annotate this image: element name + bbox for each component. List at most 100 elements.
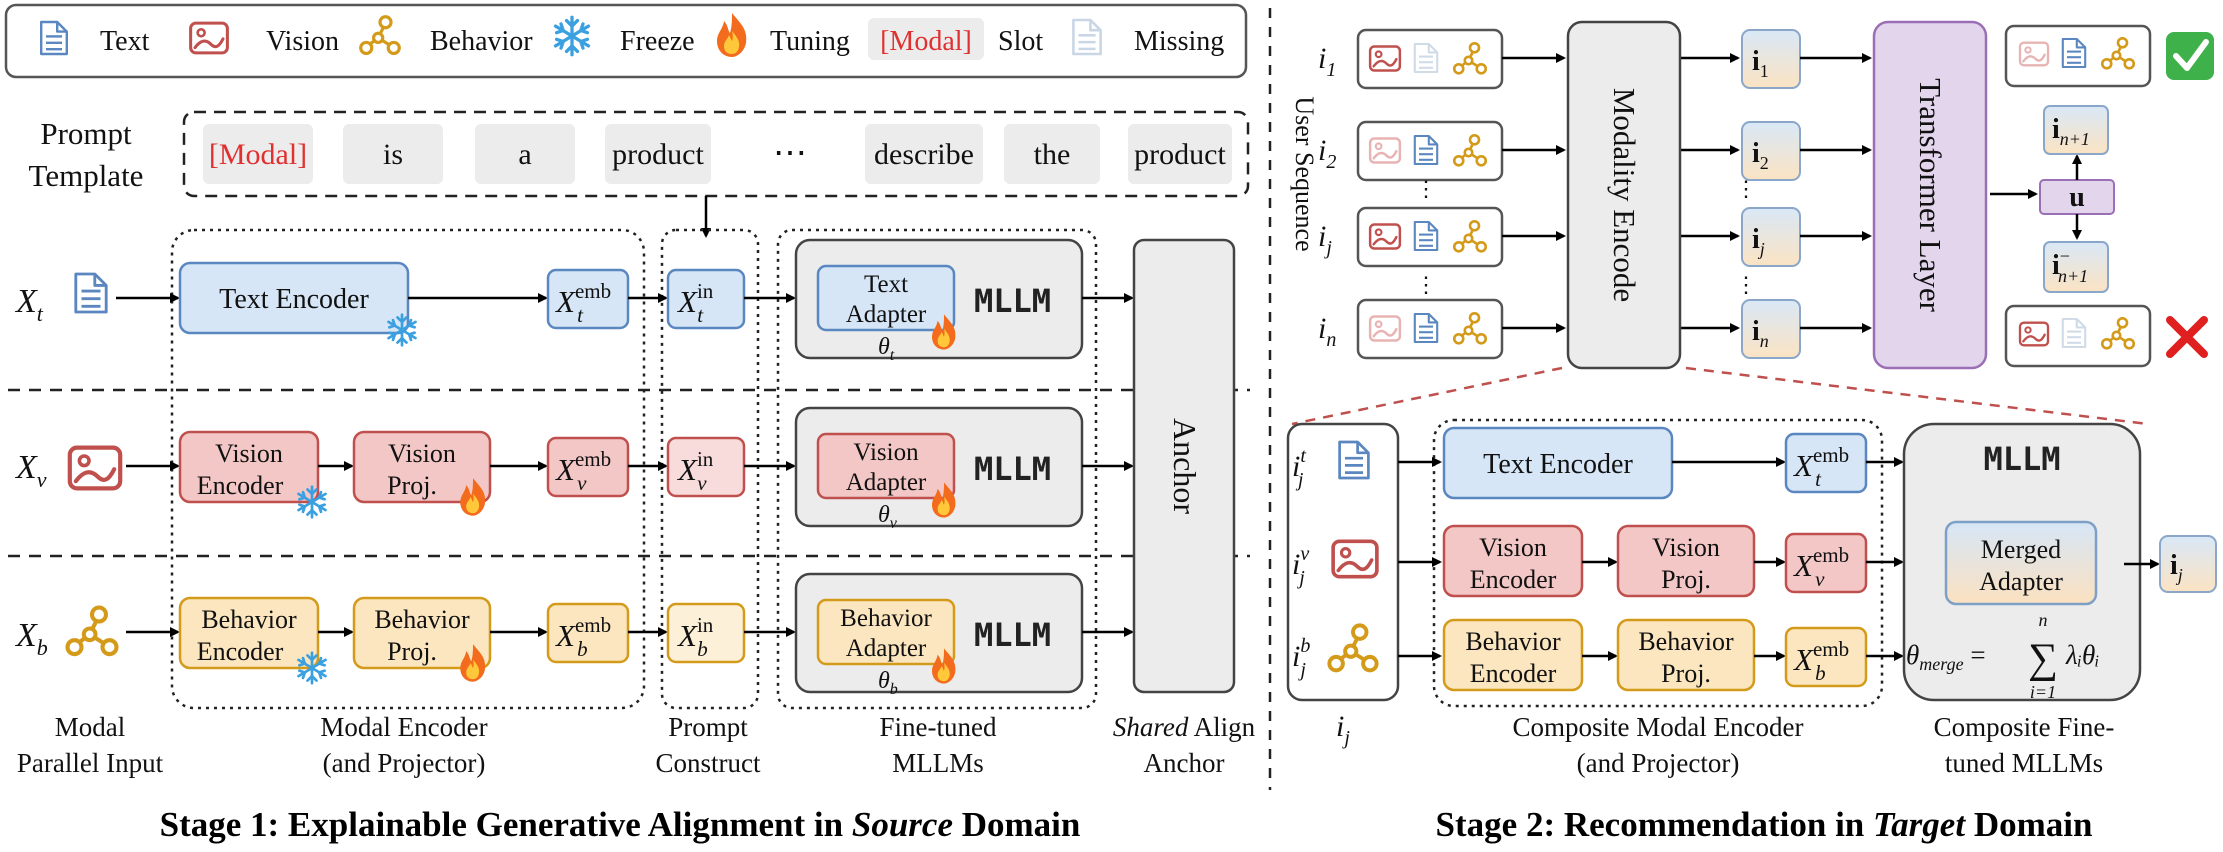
prompt-token-box [343, 124, 443, 184]
prompt-token: ⋯ [773, 135, 807, 172]
svg-text:⋮: ⋮ [1735, 176, 1757, 201]
lbl-input-2: Parallel Input [17, 748, 164, 778]
modality-encode-label: Modality Encode [1607, 88, 1642, 302]
c-behavior-proj-l1: Behavior [1638, 627, 1734, 656]
vision-adapter-l2: Adapter [846, 469, 927, 496]
stage2-title: Stage 2: Recommendation in Target Domain [1436, 805, 2093, 844]
prompt-token-box [865, 124, 983, 184]
positive-item [2043, 105, 2109, 155]
vision-proj-l1: Vision [388, 439, 456, 468]
lbl-input-1: Modal [55, 712, 126, 742]
prompt-token-box [605, 124, 711, 184]
behavior-encoder-l2: Encoder [197, 637, 284, 666]
output-item-ij [2159, 535, 2217, 593]
c-behavior-encoder-l2: Encoder [1470, 659, 1557, 688]
text-adapter-l2: Adapter [846, 301, 927, 328]
legend-text-label: Text [100, 26, 150, 57]
vision-mllm-label: MLLM [974, 450, 1051, 488]
seq-item-label: in [1318, 312, 1336, 351]
lbl-mllm-1: Fine-tuned [880, 712, 997, 742]
seq-text-icon [1413, 220, 1439, 252]
svg-text:θmerge =: θmerge = [1906, 640, 1986, 674]
composite-mllm-label: MLLM [1983, 440, 2060, 478]
lbl-mllm-2: MLLMs [892, 748, 984, 778]
ij-text-icon [1338, 440, 1370, 480]
seq-item-embedding [1741, 207, 1801, 267]
merged-adapter [1944, 520, 2098, 606]
negative-result [2004, 304, 2208, 368]
text-mllm-label: MLLM [974, 282, 1051, 320]
vision-adapter-l1: Vision [853, 439, 919, 466]
lbl-c-mllm-1: Composite Fine- [1934, 712, 2115, 742]
seq-vision-icon [1368, 45, 1402, 72]
user-embedding-label: u [2069, 182, 2085, 213]
legend-slot-label: Slot [998, 26, 1043, 57]
svg-text:⋮: ⋮ [1415, 272, 1437, 297]
legend-vision-icon [189, 21, 229, 55]
stage2-bottom-labels: ij Composite Modal Encoder (and Projecto… [1336, 710, 2114, 778]
vision-input-icon [70, 448, 120, 489]
text-adapter [816, 264, 956, 332]
legend-modal-token: [Modal] [880, 26, 972, 57]
prompt-label-2: Template [29, 158, 144, 193]
text-input-icon [74, 272, 108, 314]
stage1-bottom-labels: Modal Parallel Input Modal Encoder (and … [17, 712, 1256, 778]
c-text-encoder-label: Text Encoder [1483, 449, 1633, 480]
legend-tuning-label: Tuning [770, 26, 850, 57]
merged-adapter-l1: Merged [1981, 535, 2061, 564]
transformer-layer-label: Transformer Layer [1913, 78, 1948, 313]
text-adapter-l1: Text [864, 271, 908, 298]
seq-text-icon [1413, 312, 1439, 344]
vision-proj-l2: Proj. [387, 471, 437, 500]
vision-encoder-l1: Vision [215, 439, 283, 468]
behavior-proj-l1: Behavior [374, 605, 470, 634]
c-vision-encoder-l1: Vision [1479, 533, 1547, 562]
anchor-box [1132, 238, 1236, 694]
seq-text-icon [1413, 42, 1439, 74]
prompt-token: the [1034, 138, 1071, 171]
sum-term: λᵢθᵢ [2065, 640, 2100, 670]
lbl-anchor-1: Shared Align [1113, 712, 1256, 742]
seq-vision-icon [1368, 137, 1402, 164]
cross-icon [2166, 316, 2208, 358]
seq-item-embedding [1741, 121, 1801, 181]
sum-lower: i=1 [2030, 682, 2056, 702]
prompt-token-box [1128, 124, 1232, 184]
c-behavior-encoder-l1: Behavior [1465, 627, 1561, 656]
seq-item-embedding [1741, 29, 1801, 89]
negative-item [2043, 241, 2109, 293]
behavior-mllm-label: MLLM [974, 616, 1051, 654]
input-xb: Xb [14, 617, 48, 660]
prompt-token-box [1004, 124, 1100, 184]
input-xt: Xt [14, 283, 44, 326]
svg-text:⋮: ⋮ [1415, 176, 1437, 201]
svg-text:∑: ∑ [2028, 636, 2058, 682]
prompt-token: [Modal] [209, 138, 307, 171]
prompt-token-box [203, 124, 313, 184]
behavior-adapter-l2: Adapter [846, 635, 927, 662]
behavior-adapter [816, 598, 956, 666]
seq-item-label: i2 [1318, 134, 1336, 173]
legend-freeze-label: Freeze [620, 26, 695, 57]
legend: Text Vision Behavior Freeze Tuning [Moda… [4, 3, 1248, 79]
vision-encoder-l2: Encoder [197, 471, 284, 500]
c-vision-proj-l2: Proj. [1661, 565, 1711, 594]
c-vision-proj-l1: Vision [1652, 533, 1720, 562]
seq-text-icon [1413, 134, 1439, 166]
prompt-token: a [518, 138, 531, 171]
merged-adapter-l2: Adapter [1979, 567, 2063, 596]
user-sequence-label: User Sequence [1290, 96, 1319, 251]
lbl-prompt-2: Construct [656, 748, 761, 778]
svg-text:⋮: ⋮ [1735, 272, 1757, 297]
text-encoder-label: Text Encoder [219, 284, 369, 315]
theta-merge-formula: θmerge = n ∑ i=1 λᵢθᵢ [1906, 610, 2100, 702]
sum-upper: n [2039, 610, 2048, 630]
prompt-token: is [383, 138, 403, 171]
ij-vision-icon [1331, 539, 1379, 579]
input-xv: Xv [14, 449, 47, 492]
